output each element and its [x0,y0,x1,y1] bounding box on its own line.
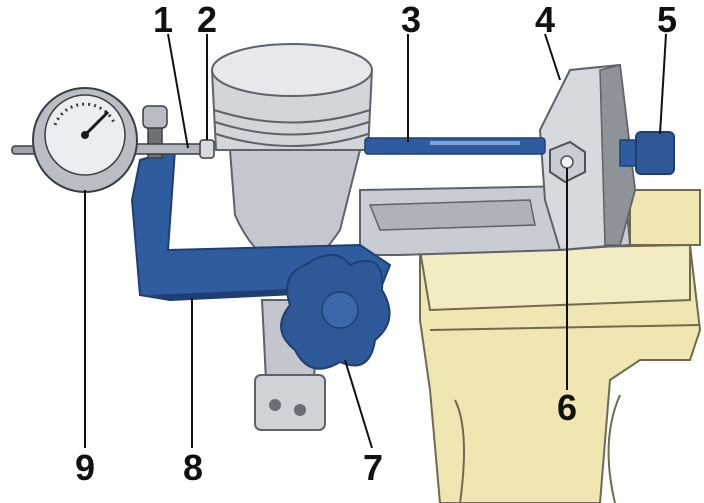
gauge-scale [53,102,117,126]
gauge-needle [83,110,110,137]
gauge-pivot [81,131,89,139]
nut-center [560,155,574,169]
callout-2: 2 [196,0,218,40]
leader-7 [344,359,373,449]
indicator-stem [129,143,211,155]
fixture-upright-shadow [599,64,636,246]
rod-big-end [254,374,326,431]
callout-8: 8 [182,447,204,488]
leader-lines [84,33,667,449]
vise-neck [454,394,621,503]
piston-ring-1 [213,109,371,124]
callout-5: 5 [656,0,678,40]
piston [210,43,374,271]
vise-side [629,189,701,246]
piston-crown [211,43,373,97]
clamp-bolt [619,131,675,175]
callout-3: 3 [400,0,422,40]
vise-body [419,243,702,503]
rod-bolt-hole [269,399,281,411]
stem-contact [199,139,215,159]
rod-shaft [364,137,546,155]
fixture-body [359,63,637,256]
star-knob [280,254,391,370]
rod-bolt-hole-2 [294,404,306,416]
bolt-head [635,131,675,175]
threaded-rod [364,137,546,155]
callout-4: 4 [534,0,556,40]
fixture-slot [368,199,536,231]
dial-indicator [11,87,138,193]
callout-7: 7 [362,447,384,488]
vise-jaw-groove [429,324,701,331]
leader-4 [544,33,561,81]
bracket-post-cap [142,105,168,129]
callout-6: 6 [556,387,578,428]
piston-ring-2 [214,121,370,136]
leader-1 [167,33,189,149]
vise-jaw-top [418,243,691,312]
leader-5 [659,33,667,135]
hex-nut [549,140,586,184]
callout-9: 9 [74,447,96,488]
rod-highlight [430,141,520,145]
piston-ring-3 [215,133,369,147]
vise [418,189,702,503]
callout-1: 1 [152,0,174,40]
knob-hub [321,291,359,329]
